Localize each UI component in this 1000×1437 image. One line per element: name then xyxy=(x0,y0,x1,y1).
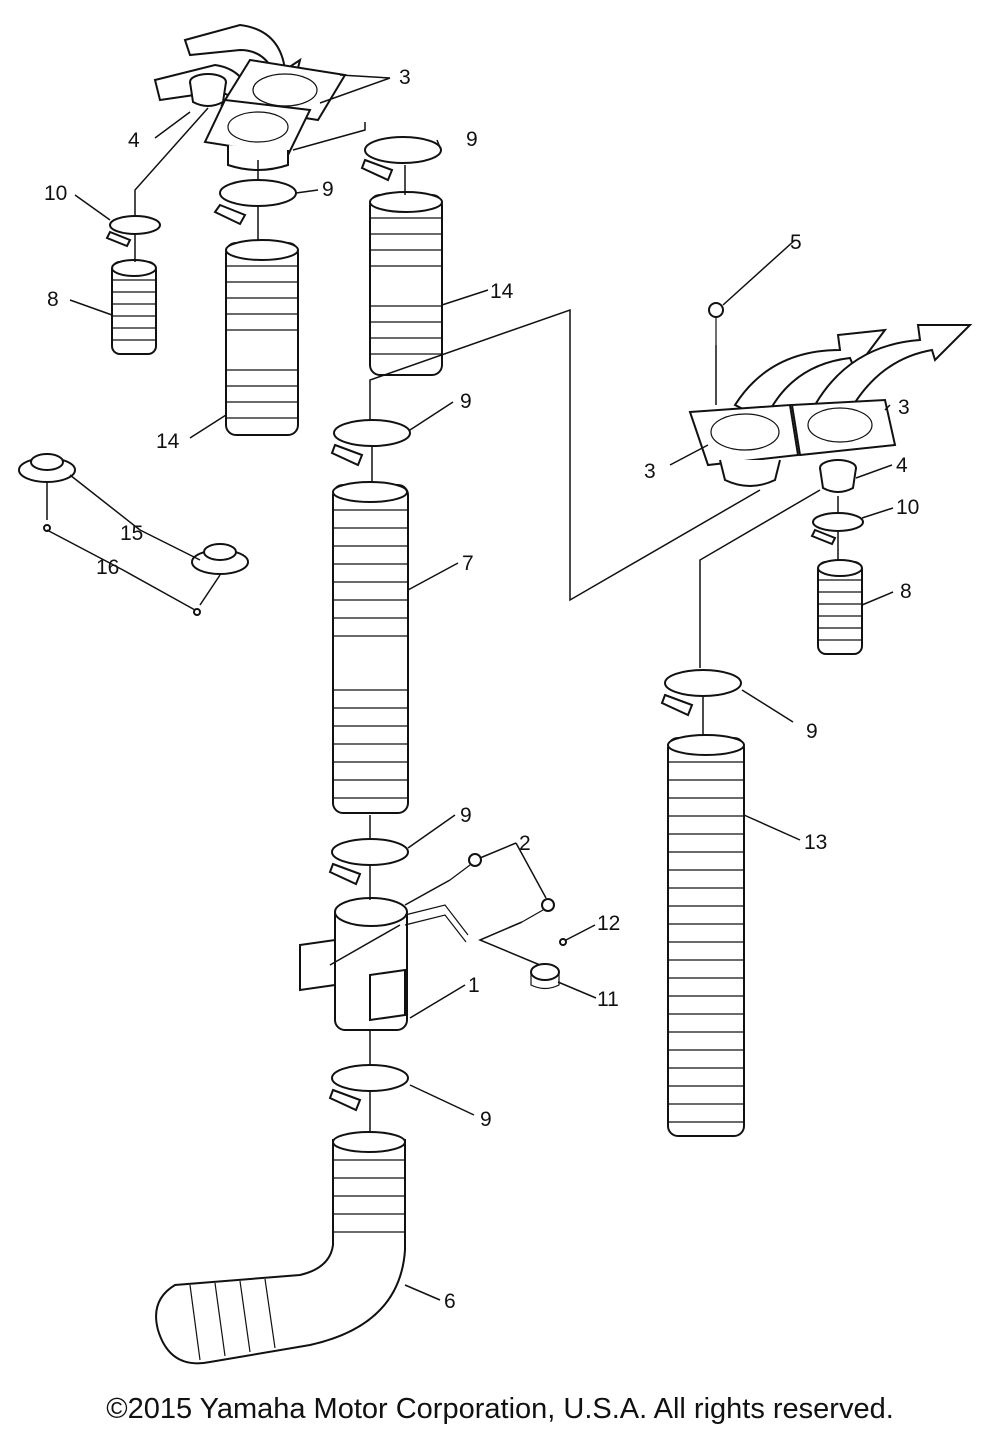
callout-13: 13 xyxy=(804,831,827,854)
hose-clamp-middle-upper xyxy=(330,419,411,467)
callout-3-top: 3 xyxy=(399,66,411,89)
hose-clamp-bottom xyxy=(328,1064,409,1112)
vent-plate-front xyxy=(203,98,312,157)
callout-3-right-lower: 3 xyxy=(644,460,656,483)
callout-4-right: 4 xyxy=(896,454,908,477)
hose-clamp-top-middle xyxy=(213,179,297,226)
callout-1: 1 xyxy=(468,974,480,997)
vent-assembly-top-left xyxy=(153,23,347,171)
callout-2: 2 xyxy=(519,832,531,855)
callout-9-bottom: 9 xyxy=(480,1108,492,1131)
callout-11: 11 xyxy=(597,988,619,1011)
callout-9-left: 9 xyxy=(322,178,334,201)
callout-9-right: 9 xyxy=(806,720,818,743)
callout-14-left: 14 xyxy=(156,430,180,453)
outflow-arrow-right xyxy=(813,324,973,422)
hose-14-right xyxy=(369,191,443,376)
hose-14-left xyxy=(225,239,299,436)
screw-right xyxy=(193,608,201,616)
hose-clip xyxy=(530,963,560,990)
callout-8-left: 8 xyxy=(47,288,59,311)
drain-cup-right xyxy=(819,459,857,493)
grommet-left xyxy=(18,453,76,483)
outflow-arrow-left xyxy=(733,328,888,422)
hose-7 xyxy=(332,481,409,814)
hose-clamp-middle-lower xyxy=(328,838,409,886)
callout-3-right: 3 xyxy=(898,396,910,419)
callout-14-right: 14 xyxy=(490,280,514,303)
small-hose-left xyxy=(111,259,157,355)
callout-7: 7 xyxy=(462,552,474,575)
assembly-lines xyxy=(46,107,839,1132)
hose-13 xyxy=(667,734,745,1137)
drain-cup xyxy=(189,73,227,107)
callout-8-right: 8 xyxy=(900,580,912,603)
vent-assembly-right xyxy=(688,302,973,493)
callout-15: 15 xyxy=(120,522,143,545)
callout-9-top: 9 xyxy=(466,128,478,151)
callout-leaders xyxy=(46,74,894,1301)
bolt-upper xyxy=(449,853,482,881)
grommet-right xyxy=(191,543,249,575)
callout-12: 12 xyxy=(597,912,620,935)
callout-labels: 3 4 9 9 10 8 14 14 5 9 3 3 4 15 10 16 7 … xyxy=(44,66,919,1313)
callout-9-middle-upper: 9 xyxy=(460,390,472,413)
callout-10-right: 10 xyxy=(896,496,919,519)
hose-clamp-right xyxy=(660,669,742,717)
callout-16: 16 xyxy=(96,556,119,579)
small-hose-clamp-left xyxy=(105,215,161,248)
callout-4-top: 4 xyxy=(128,129,140,152)
screw-left xyxy=(43,524,51,532)
callout-6: 6 xyxy=(444,1290,456,1313)
hose-clamp-top-right xyxy=(360,136,442,182)
callout-9-middle-lower: 9 xyxy=(460,804,472,827)
water-box xyxy=(299,897,469,1031)
small-hose-right xyxy=(817,559,863,655)
bolt-lower xyxy=(521,898,555,923)
vent-plate-right-b xyxy=(790,398,897,457)
callout-5: 5 xyxy=(790,231,802,254)
callout-10-left: 10 xyxy=(44,182,67,205)
copyright-notice: ©2015 Yamaha Motor Corporation, U.S.A. A… xyxy=(106,1393,894,1425)
elbow-hose xyxy=(155,1131,406,1365)
small-screw xyxy=(559,938,567,946)
